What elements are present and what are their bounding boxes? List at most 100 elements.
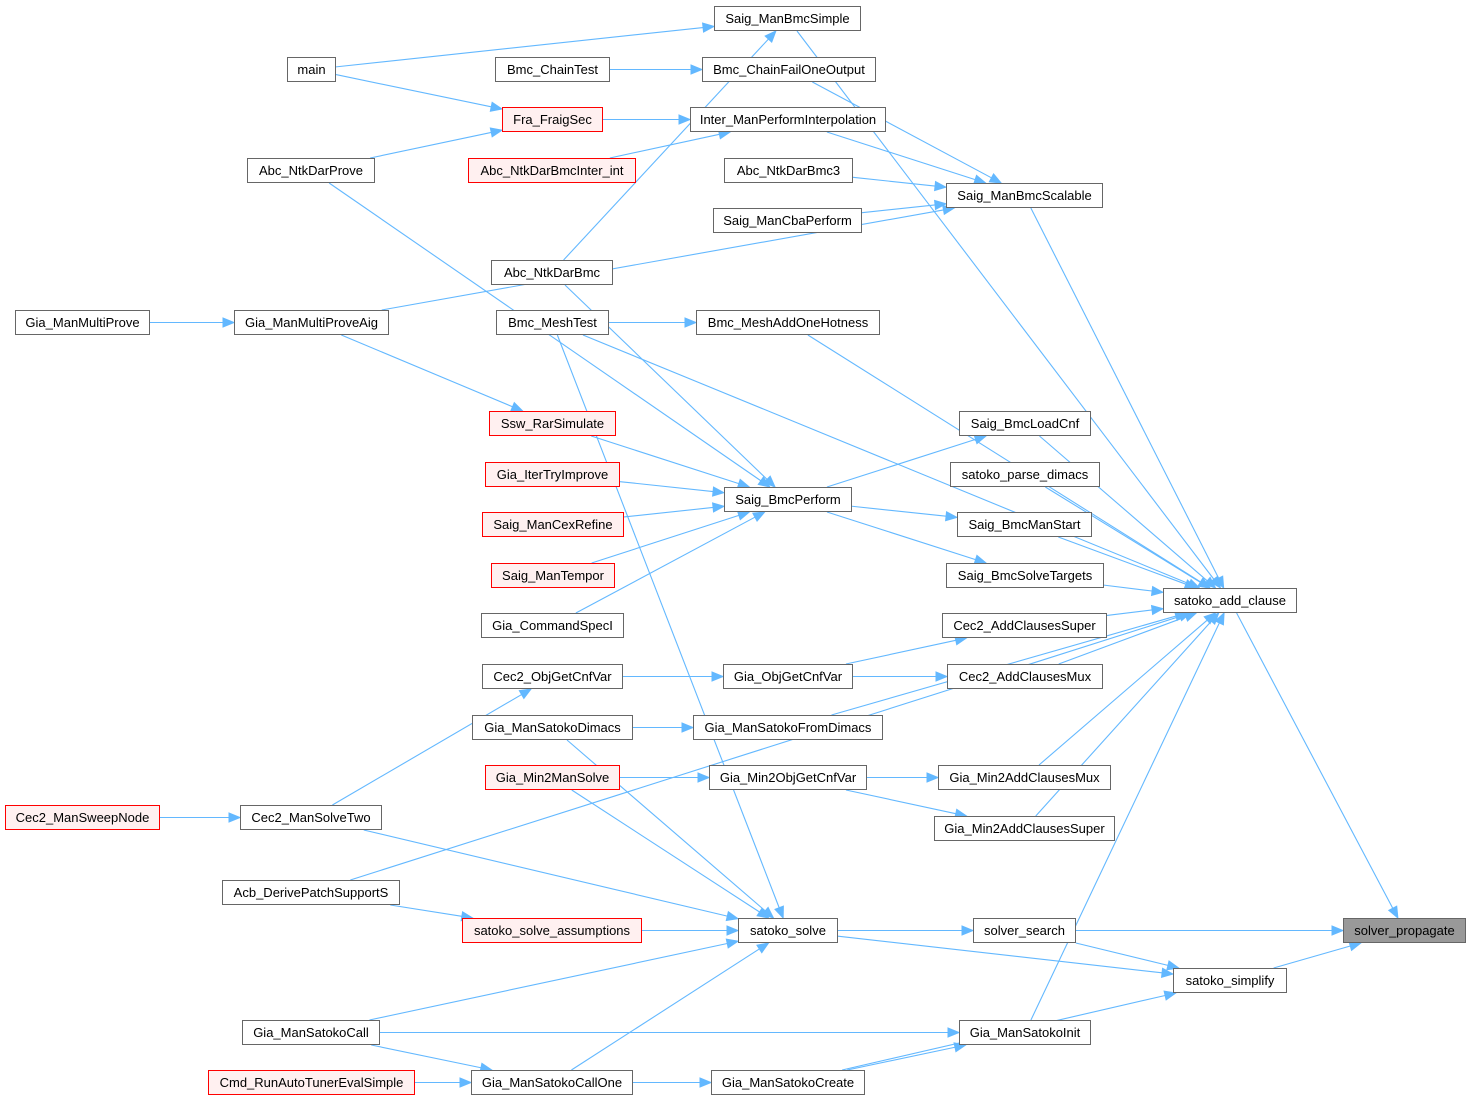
graph-node-bmc-chaintest[interactable]: Bmc_ChainTest	[495, 57, 610, 82]
arrowhead-icon	[1214, 611, 1225, 626]
arrowhead-icon	[988, 172, 1003, 184]
graph-node-gia-mansatokoinit[interactable]: Gia_ManSatokoInit	[959, 1020, 1091, 1045]
graph-node-gia-mansatokocall[interactable]: Gia_ManSatokoCall	[242, 1020, 380, 1045]
graph-node-abc-ntkdarbmcinter-int[interactable]: Abc_NtkDarBmcInter_int	[468, 158, 636, 183]
arrowhead-icon	[712, 486, 726, 497]
edge-Bmc_ChainFailOneOutput-to-Saig_ManBmcScalable	[812, 81, 992, 179]
arrowhead-icon	[699, 1077, 713, 1088]
arrowhead-icon	[1163, 990, 1178, 1001]
arrowhead-icon	[1348, 941, 1363, 952]
arrowhead-icon	[228, 812, 242, 823]
graph-node-cec2-mansolvetwo[interactable]: Cec2_ManSolveTwo	[240, 805, 382, 830]
graph-node-solver-search[interactable]: solver_search	[973, 918, 1076, 943]
graph-node-cec2-addclausesmux[interactable]: Cec2_AddClausesMux	[947, 664, 1103, 689]
graph-node-saig-bmcmanstart[interactable]: Saig_BmcManStart	[957, 512, 1092, 537]
edge-Saig_ManTempor-to-Saig_BmcPerform	[591, 514, 740, 564]
edge-Gia_ManSatokoInit-to-satoko_add_clause	[1030, 622, 1220, 1021]
graph-node-satoko-solve-assumptions[interactable]: satoko_solve_assumptions	[462, 918, 642, 943]
graph-node-bmc-meshtest[interactable]: Bmc_MeshTest	[496, 310, 609, 335]
graph-node-gia-objgetcnfvar[interactable]: Gia_ObjGetCnfVar	[723, 664, 853, 689]
graph-node-abc-ntkdarbmc[interactable]: Abc_NtkDarBmc	[491, 260, 613, 285]
edge-Gia_ManSatokoCallOne-to-satoko_solve	[571, 948, 760, 1071]
edge-satoko_parse_dimacs-to-satoko_add_clause	[1045, 486, 1201, 583]
graph-node-satoko-add-clause[interactable]: satoko_add_clause	[1163, 588, 1297, 613]
arrowhead-icon	[678, 114, 692, 125]
arrowhead-icon	[711, 671, 725, 682]
graph-node-saig-mantempor[interactable]: Saig_ManTempor	[491, 563, 615, 588]
graph-node-gia-manmultiprove[interactable]: Gia_ManMultiProve	[15, 310, 150, 335]
graph-node-gia-min2addclausessuper[interactable]: Gia_Min2AddClausesSuper	[934, 816, 1115, 841]
arrowhead-icon	[690, 64, 704, 75]
edge-Abc_NtkDarBmcInter_int-to-Inter_ManPerformInterpolation	[609, 133, 720, 159]
edge-Gia_Min2ManSolve-to-satoko_solve	[571, 789, 760, 913]
graph-node-satoko-solve[interactable]: satoko_solve	[738, 918, 838, 943]
graph-node-solver-propagate: solver_propagate	[1343, 918, 1466, 943]
arrowhead-icon	[1160, 967, 1175, 978]
arrowhead-icon	[697, 772, 711, 783]
graph-node-gia-min2objgetcnfvar[interactable]: Gia_Min2ObjGetCnfVar	[709, 765, 867, 790]
graph-node-saig-bmcsolvetargets[interactable]: Saig_BmcSolveTargets	[946, 563, 1104, 588]
graph-node-gia-min2addclausesmux[interactable]: Gia_Min2AddClausesMux	[938, 765, 1111, 790]
edge-Ssw_RarSimulate-to-Saig_BmcPerform	[591, 435, 739, 485]
edge-Gia_Min2AddClausesMux-to-satoko_add_clause	[1038, 619, 1208, 766]
graph-node-bmc-meshaddonehotness[interactable]: Bmc_MeshAddOneHotness	[696, 310, 880, 335]
arrowhead-icon	[1331, 925, 1345, 936]
arrowhead-icon	[926, 772, 940, 783]
arrowhead-icon	[1150, 585, 1165, 597]
graph-node-saig-manbmcsimple[interactable]: Saig_ManBmcSimple	[714, 6, 861, 31]
edge-Gia_ManSatokoCreate-to-Gia_ManSatokoInit	[847, 1046, 956, 1071]
graph-node-cec2-mansweepnode[interactable]: Cec2_ManSweepNode	[5, 805, 160, 830]
graph-node-gia-commandspeci[interactable]: Gia_CommandSpecI	[481, 613, 624, 638]
graph-node-fra-fraigsec[interactable]: Fra_FraigSec	[502, 107, 603, 132]
arrowhead-icon	[1203, 576, 1217, 589]
arrowhead-icon	[725, 910, 740, 922]
graph-node-saig-mancexrefine[interactable]: Saig_ManCexRefine	[482, 512, 624, 537]
graph-node-saig-bmcloadcnf[interactable]: Saig_BmcLoadCnf	[959, 411, 1091, 436]
edge-Cec2_AddClausesMux-to-satoko_add_clause	[1058, 616, 1187, 665]
arrowhead-icon	[489, 127, 504, 138]
edge-Cec2_ManSolveTwo-to-Cec2_ObjGetCnfVar	[332, 694, 522, 806]
graph-node-gia-itertryimprove[interactable]: Gia_IterTryImprove	[485, 462, 620, 487]
graph-node-gia-mansatokocreate[interactable]: Gia_ManSatokoCreate	[711, 1070, 865, 1095]
arrowhead-icon	[1150, 604, 1165, 616]
arrowhead-icon	[764, 30, 777, 43]
graph-node-saig-manbmcscalable[interactable]: Saig_ManBmcScalable	[946, 183, 1103, 208]
graph-node-inter-manperforminterpolation[interactable]: Inter_ManPerformInterpolation	[690, 107, 886, 132]
edge-Gia_IterTryImprove-to-Saig_BmcPerform	[619, 481, 714, 493]
edge-Gia_CommandSpecI-to-Saig_BmcPerform	[575, 516, 756, 614]
graph-node-abc-ntkdarbmc3[interactable]: Abc_NtkDarBmc3	[724, 158, 853, 183]
arrowhead-icon	[935, 671, 949, 682]
arrowhead-icon	[489, 101, 504, 112]
arrowhead-icon	[973, 434, 988, 445]
arrowhead-icon	[684, 317, 698, 328]
graph-node-saig-bmcperform[interactable]: Saig_BmcPerform	[724, 487, 852, 512]
graph-node-cec2-objgetcnfvar[interactable]: Cec2_ObjGetCnfVar	[482, 664, 623, 689]
graph-node-gia-mansatokocallone[interactable]: Gia_ManSatokoCallOne	[471, 1070, 633, 1095]
edge-Bmc_MeshTest-to-satoko_add_clause	[582, 334, 1190, 585]
graph-node-gia-manmultiproveaig[interactable]: Gia_ManMultiProveAig	[234, 310, 389, 335]
graph-node-gia-min2mansolve[interactable]: Gia_Min2ManSolve	[485, 765, 620, 790]
edge-Gia_ManSatokoCall-to-Gia_ManSatokoCallOne	[371, 1044, 482, 1069]
edge-Saig_BmcPerform-to-Saig_BmcManStart	[851, 505, 947, 517]
graph-node-cec2-addclausessuper[interactable]: Cec2_AddClausesSuper	[942, 613, 1107, 638]
arrowhead-icon	[1387, 905, 1399, 920]
graph-node-abc-ntkdarprove[interactable]: Abc_NtkDarProve	[247, 158, 375, 183]
arrowhead-icon	[947, 1027, 961, 1038]
graph-node-satoko-simplify[interactable]: satoko_simplify	[1173, 968, 1287, 993]
arrowhead-icon	[510, 401, 524, 412]
graph-node-acb-derivepatchsupports[interactable]: Acb_DerivePatchSupportS	[222, 880, 400, 905]
edge-solver_search-to-satoko_simplify	[1075, 942, 1169, 966]
arrowhead-icon	[1207, 612, 1220, 626]
graph-node-gia-mansatokofromdimacs[interactable]: Gia_ManSatokoFromDimacs	[693, 715, 883, 740]
graph-node-main[interactable]: main	[287, 57, 336, 82]
edge-Bmc_MeshAddOneHotness-to-satoko_add_clause	[807, 334, 1202, 583]
graph-node-satoko-parse-dimacs[interactable]: satoko_parse_dimacs	[950, 462, 1100, 487]
graph-node-saig-mancbaperform[interactable]: Saig_ManCbaPerform	[713, 208, 862, 233]
graph-node-gia-mansatokodimacs[interactable]: Gia_ManSatokoDimacs	[472, 715, 633, 740]
arrowhead-icon	[681, 722, 695, 733]
arrowhead-icon	[1197, 577, 1211, 589]
graph-node-bmc-chainfailoneoutput[interactable]: Bmc_ChainFailOneOutput	[702, 57, 876, 82]
graph-node-ssw-rarsimulate[interactable]: Ssw_RarSimulate	[489, 411, 616, 436]
graph-node-cmd-runautotunerevalsimple[interactable]: Cmd_RunAutoTunerEvalSimple	[208, 1070, 415, 1095]
arrowhead-icon	[756, 942, 770, 954]
